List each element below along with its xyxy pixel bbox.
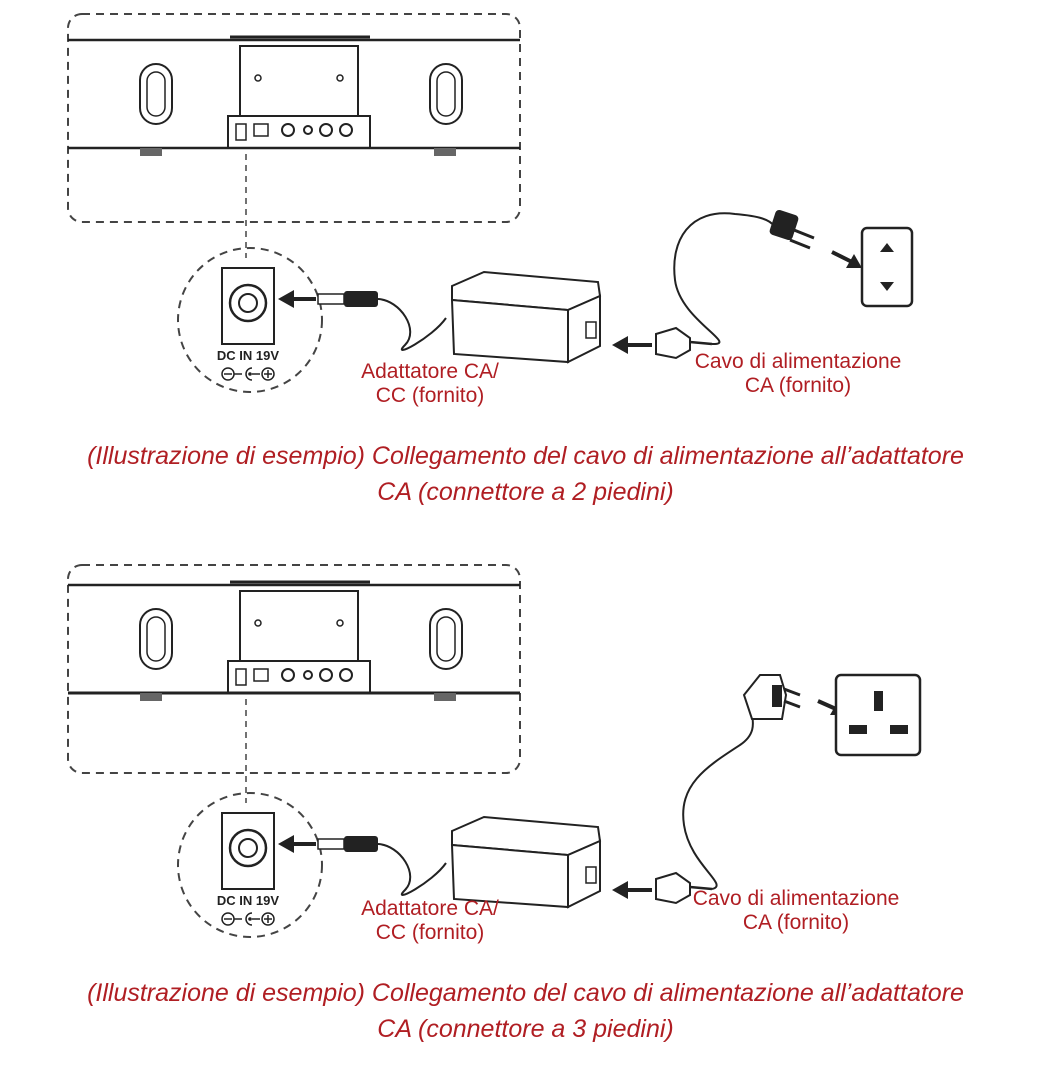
ac-adapter [450,270,602,364]
arrow-to-jack-icon [278,835,316,853]
caption: (Illustrazione di esempio) Collegamento … [87,442,964,506]
ac-power-cord [655,674,801,905]
ac-power-cord [655,209,815,360]
cord-label: Cavo di alimentazione CA (fornito) [692,887,900,934]
dc-plug [317,291,447,351]
soundbar-device [67,13,521,223]
adapter-label: Adattatore CA/ CC (fornito) [361,360,499,407]
soundbar-device [67,564,521,774]
arrow-to-outlet-icon [831,250,862,268]
jack-label: DC IN 19V [217,893,279,908]
diagram-panel-2-pin: DC IN 19V [0,0,1051,520]
jack-label: DC IN 19V [217,348,279,363]
arrow-to-adapter-icon [612,881,652,899]
connection-illustration: DC IN 19V [67,564,922,938]
wall-outlet-3-pin [834,673,922,757]
arrow-to-jack-icon [278,290,316,308]
connection-illustration: DC IN 19V [67,13,914,393]
diagram-panel-3-pin: DC IN 19V [0,545,1051,1065]
dc-plug [317,836,447,896]
polarity-icon [221,367,275,381]
ac-adapter [450,815,602,909]
adapter-label: Adattatore CA/ CC (fornito) [361,897,499,944]
wall-outlet-2-pin [860,226,914,308]
polarity-icon [221,912,275,926]
dc-jack-zoom: DC IN 19V [177,247,323,393]
arrow-to-adapter-icon [612,336,652,354]
cord-label: Cavo di alimentazione CA (fornito) [694,350,902,397]
dc-jack-zoom: DC IN 19V [177,792,323,938]
caption: (Illustrazione di esempio) Collegamento … [87,979,964,1043]
